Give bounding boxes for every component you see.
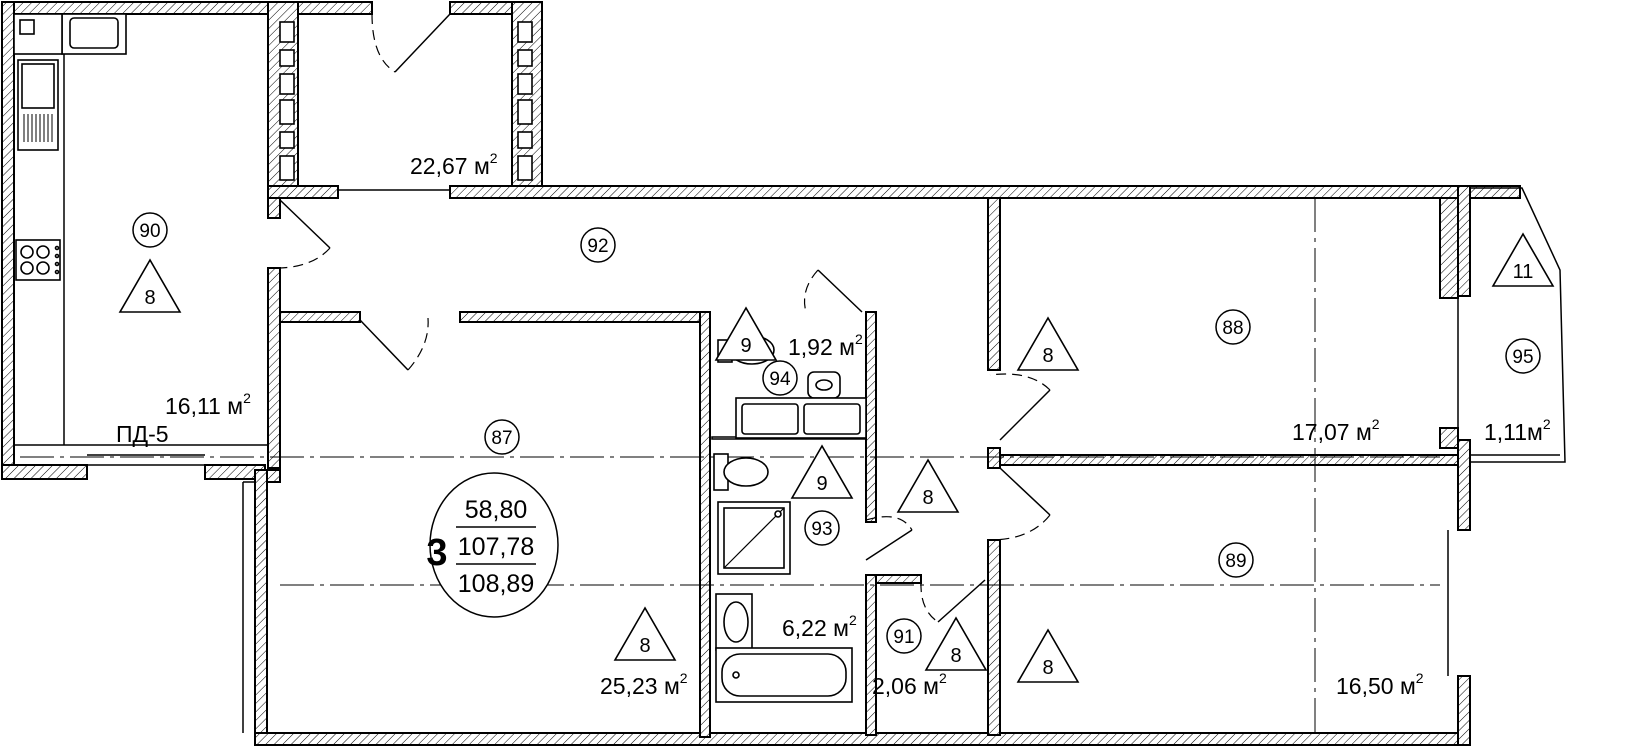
total-area: 107,78 [458,533,534,561]
room-area-88: 17,07 м2 [1292,416,1380,445]
finish-mark-88: 8 [1016,316,1080,371]
finish-mark-93-label: 9 [816,473,827,495]
finish-mark-95: 11 [1491,232,1555,287]
finish-mark-corridor-label: 8 [922,487,933,509]
room-area-labels: 16,11 м2 22,67 м2 25,23 м2 1,92 м2 6,22 м2 2,… [165,150,1551,699]
room-area-90: 16,11 м2 [165,390,251,419]
room-number-94: 94 [762,360,798,396]
room-number-89-text: 89 [1225,551,1246,572]
room-number-87-text: 87 [491,428,512,449]
room-number-92: 92 [580,227,616,263]
room-area-94-unit: 2 [855,331,863,347]
room-number-88-text: 88 [1222,318,1243,339]
room-number-90: 90 [132,212,168,248]
room-number-88: 88 [1215,309,1251,345]
finish-mark-corridor: 8 [896,458,960,513]
room-number-91-text: 91 [893,627,914,648]
room-area-91-unit: 2 [939,670,947,686]
doors [267,13,1051,623]
room-number-93-text: 93 [811,519,832,540]
room-area-90-unit: 2 [243,390,251,406]
room-number-87: 87 [484,419,520,455]
interior-walls [267,197,1459,738]
room-area-94: 1,92 м2 [788,331,863,360]
windows-and-balcony [14,21,1566,733]
room-area-91: 2,06 м2 [872,670,947,699]
room-number-90-text: 90 [139,221,160,242]
living-area: 58,80 [465,496,528,524]
room-area-93-unit: 2 [849,612,857,628]
outer-walls [1,1,1521,746]
finish-mark-87: 8 [613,606,677,661]
room-area-87-unit: 2 [680,670,688,686]
room-area-89: 16,50 м2 [1336,670,1424,699]
room-number-93: 93 [804,510,840,546]
room-area-92: 22,67 м2 [410,150,498,179]
finish-mark-91-label: 8 [950,645,961,667]
rooms-count: 3 [426,532,447,574]
finish-mark-90: 8 [118,258,182,313]
finish-mark-95-label: 11 [1513,261,1534,283]
finish-mark-88-label: 8 [1042,345,1053,367]
room-number-94-text: 94 [769,369,791,390]
room-area-95: 1,11м2 [1484,416,1551,445]
room-area-95-unit: 2 [1543,416,1551,432]
room-area-87: 25,23 м2 [600,670,688,699]
finish-mark-89: 8 [1016,628,1080,683]
room-area-93: 6,22 м2 [782,612,857,641]
apartment-summary: 3 58,80 107,78 108,89 [426,472,559,618]
room-area-88-unit: 2 [1372,416,1380,432]
finish-mark-94: 9 [714,306,778,361]
room-number-91: 91 [886,618,922,654]
finish-mark-87-label: 8 [639,635,650,657]
finish-mark-94-label: 9 [740,335,751,357]
room-area-92-unit: 2 [490,150,498,166]
room-number-95-text: 95 [1512,347,1533,368]
room-number-95: 95 [1505,338,1541,374]
finish-mark-93: 9 [790,444,854,499]
room-area-89-unit: 2 [1416,670,1424,686]
total-with-balcony: 108,89 [458,570,534,598]
finish-mark-90-label: 8 [144,287,155,309]
finish-mark-89-label: 8 [1042,657,1053,679]
pd-label: ПД-5 [116,421,169,447]
room-number-89: 89 [1218,542,1254,578]
room-number-92-text: 92 [587,236,608,257]
finish-mark-91: 8 [924,616,988,671]
